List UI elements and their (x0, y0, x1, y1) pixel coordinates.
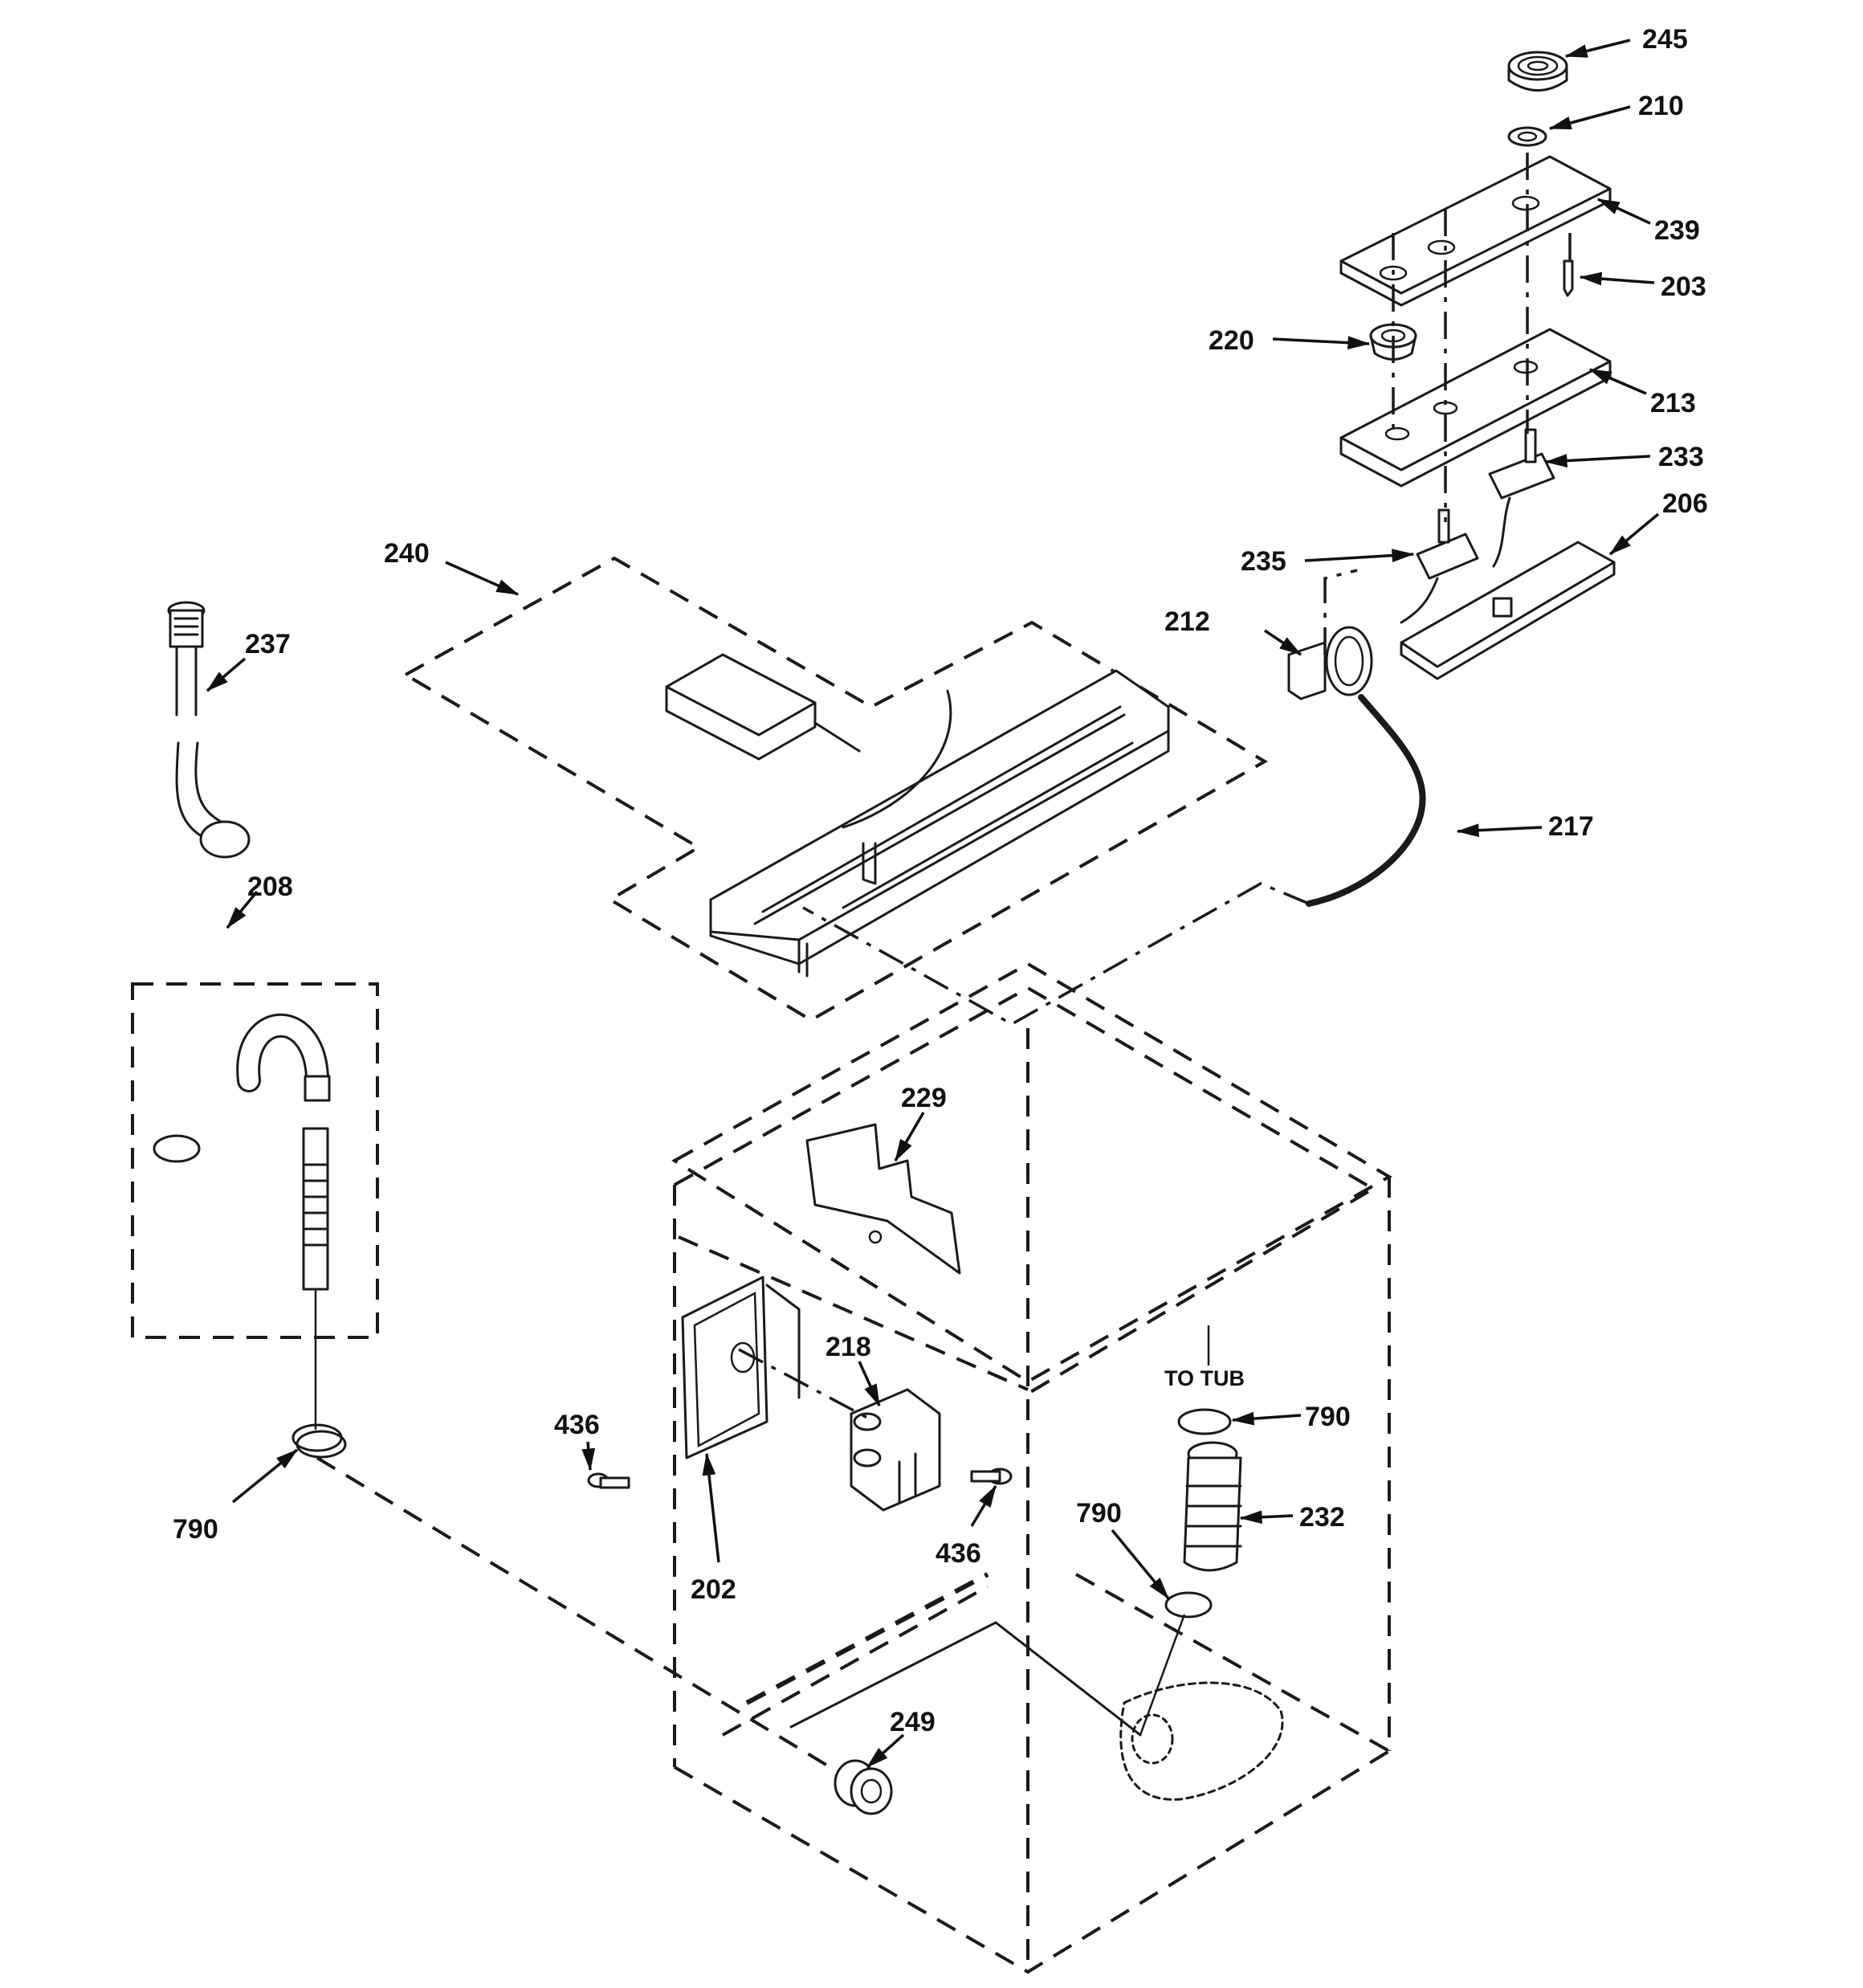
label-233: 233 (1658, 442, 1704, 472)
panel-route (1323, 569, 1358, 655)
label-232: 232 (1299, 1502, 1345, 1533)
label-217: 217 (1548, 811, 1594, 842)
valve-218 (850, 1388, 941, 1512)
label-208: 208 (247, 872, 293, 902)
board-229 (805, 1123, 961, 1275)
label-220: 220 (1209, 325, 1254, 356)
drain-hose-kit-208 (131, 982, 379, 1339)
control-panel-239 (1339, 155, 1612, 307)
pump (1119, 1681, 1284, 1801)
label-237: 237 (245, 629, 291, 659)
label-239: 239 (1654, 215, 1700, 246)
label-790-lower: 790 (1076, 1498, 1122, 1529)
cover-206 (1400, 541, 1616, 680)
part-labels: 245 210 239 203 220 213 233 206 235 212 … (173, 24, 1708, 1737)
clamp-790-top (1177, 1408, 1232, 1435)
label-436-right: 436 (936, 1538, 981, 1569)
console-outline-240 (402, 556, 1268, 1023)
label-245: 245 (1642, 24, 1688, 55)
knob-245 (1507, 51, 1568, 92)
leader-arrows (206, 39, 1660, 1769)
hose-217 (1306, 694, 1426, 907)
hose-route (802, 882, 1310, 1027)
label-203: 203 (1661, 271, 1706, 302)
label-210: 210 (1638, 91, 1684, 121)
pump-route (789, 1621, 1142, 1737)
cabinet-outline (671, 961, 1392, 1974)
label-218: 218 (826, 1332, 871, 1362)
label-436-left: 436 (554, 1410, 600, 1440)
valve-axis (738, 1348, 868, 1419)
label-206: 206 (1662, 488, 1708, 519)
label-249: 249 (890, 1707, 936, 1737)
switch-235 (1400, 508, 1479, 624)
drain-route (316, 1456, 885, 1801)
washer-210 (1507, 126, 1547, 147)
label-235: 235 (1241, 546, 1286, 577)
pump-hose-232 (1183, 1441, 1242, 1572)
label-229: 229 (901, 1083, 947, 1113)
label-790-left: 790 (173, 1514, 218, 1545)
screw-436-right (970, 1468, 1013, 1485)
label-240: 240 (384, 538, 430, 569)
hose-237 (167, 601, 251, 859)
grommet-249 (834, 1759, 893, 1815)
label-212: 212 (1164, 606, 1210, 637)
console-tray (665, 653, 1170, 978)
label-to-tub: TO TUB (1164, 1366, 1245, 1390)
clamp-790-left (291, 1423, 347, 1459)
pin-203 (1563, 259, 1574, 297)
bracket-213 (1339, 328, 1612, 488)
label-202: 202 (691, 1574, 736, 1605)
gasket-202 (681, 1276, 801, 1459)
label-213: 213 (1650, 388, 1696, 418)
clamp-790-lower (1164, 1591, 1213, 1619)
label-790-top: 790 (1305, 1402, 1351, 1432)
screw-436-left (587, 1472, 630, 1489)
switch-233 (1488, 428, 1555, 568)
pressure-switch-212 (1287, 626, 1373, 700)
